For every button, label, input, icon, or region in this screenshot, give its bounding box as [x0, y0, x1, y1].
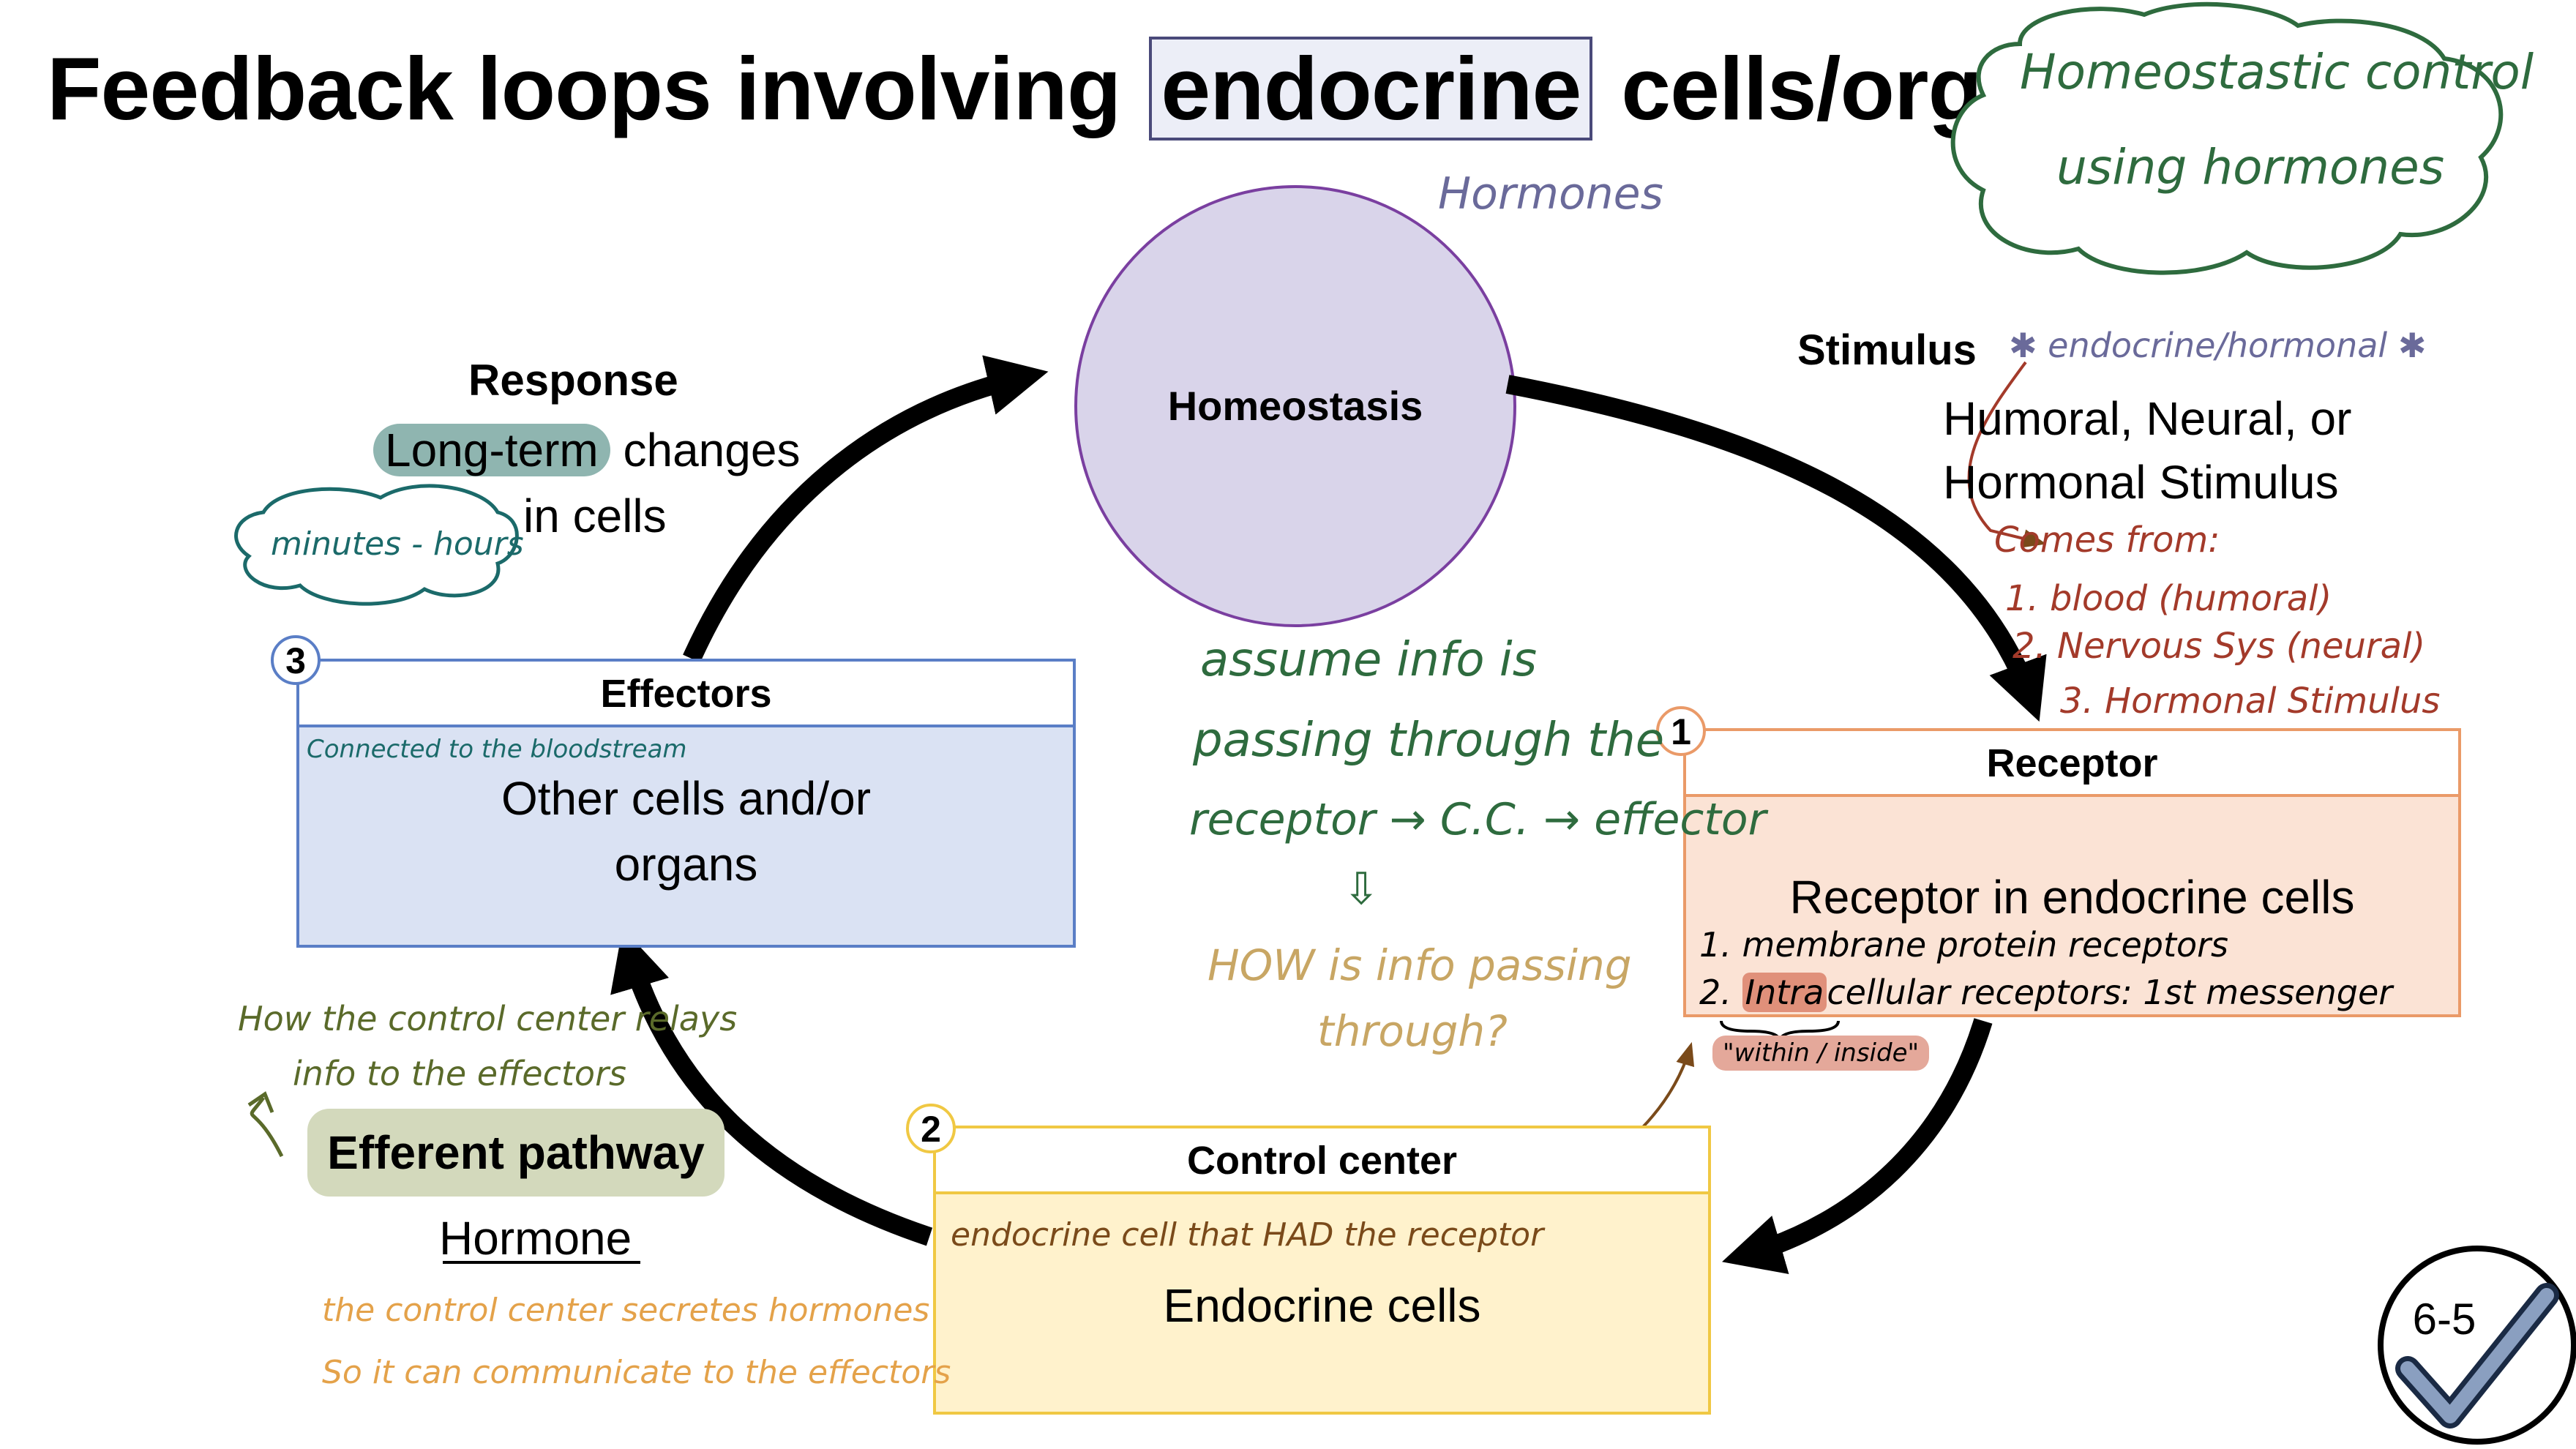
control-note: endocrine cell that HAD the receptor: [951, 1216, 1544, 1254]
middle-note-line2: passing through the: [1193, 714, 1665, 768]
stimulus-note: ✱ endocrine/hormonal ✱: [2009, 326, 2427, 365]
secrete-note-line2: So it can communicate to the effectors: [322, 1354, 951, 1391]
question-line1: HOW is info passing: [1208, 940, 1632, 990]
long-term-highlight: Long-term: [373, 424, 610, 476]
response-line1: Long-term changes: [373, 423, 800, 477]
arrow-control-to-effectors: [610, 928, 933, 1246]
effectors-number: 3: [271, 635, 321, 685]
response-label: Response: [468, 356, 678, 405]
down-arrow-icon: ⇩: [1343, 864, 1380, 913]
effectors-body2: organs: [614, 838, 758, 891]
source-item-1: 1. blood (humoral): [2005, 578, 2332, 619]
title-part1: Feedback loops involving: [47, 39, 1121, 138]
receptor-note2: 2. Intracellular receptors: 1st messenge…: [1699, 973, 2393, 1012]
relay-note-line2: info to the effectors: [293, 1054, 626, 1093]
receptor-note1: 1. membrane protein receptors: [1699, 925, 2229, 965]
control-number: 2: [906, 1104, 956, 1153]
time-cloud-outline: [234, 484, 519, 606]
effectors-box: Effectors Connected to the bloodstream O…: [296, 659, 1076, 948]
stimulus-line2: Hormonal Stimulus: [1943, 456, 2339, 509]
hormone-label: Hormone: [439, 1212, 632, 1265]
hormones-note: Hormones: [1438, 168, 1663, 220]
star-icon: ✱: [2009, 326, 2048, 365]
effectors-note: Connected to the bloodstream: [307, 735, 687, 764]
response-line2: in cells: [523, 490, 667, 542]
control-center-box: Control center endocrine cell that HAD t…: [933, 1126, 1711, 1415]
secrete-note-line1: the control center secretes hormones: [322, 1292, 930, 1329]
intra-highlight: Intra: [1742, 973, 1827, 1012]
control-header: Control center: [936, 1128, 1708, 1194]
receptor-header: Receptor: [1686, 731, 2458, 797]
receptor-number: 1: [1656, 706, 1706, 756]
middle-note-line1: assume info is: [1200, 633, 1538, 687]
arrow-stimulus-to-sources: [1967, 361, 2047, 548]
question-line2: through?: [1317, 1006, 1508, 1056]
relay-arrow: [250, 1096, 284, 1158]
arrow-homeostasis-to-receptor: [1505, 375, 2047, 722]
relay-note-line1: How the control center relays: [238, 999, 738, 1038]
receptor-body: Receptor in endocrine cells: [1789, 871, 2355, 924]
middle-note-line3: receptor → C.C. → effector: [1189, 794, 1767, 845]
cloud-note-line1: Homeostastic control: [2020, 44, 2534, 100]
efferent-pathway-label: Efferent pathway: [307, 1109, 724, 1197]
effectors-body1: Other cells and/or: [501, 772, 872, 825]
title-highlight: endocrine: [1149, 37, 1593, 141]
time-note: minutes - hours: [271, 525, 524, 563]
badge-circle: [2378, 1246, 2576, 1445]
cloud-outline: [1950, 1, 2504, 275]
sources-heading: Comes from:: [1994, 520, 2220, 561]
control-body: Endocrine cells: [1163, 1279, 1481, 1332]
source-item-2: 2. Nervous Sys (neural): [2012, 626, 2426, 667]
effectors-header: Effectors: [299, 662, 1073, 727]
source-item-3: 3. Hormonal Stimulus: [2060, 681, 2441, 722]
receptor-box: Receptor Receptor in endocrine cells 1. …: [1683, 728, 2461, 1017]
stimulus-line1: Humoral, Neural, or: [1943, 392, 2352, 445]
within-note: "within / inside": [1712, 1036, 1930, 1071]
arrow-receptor-to-control: [1722, 1018, 1993, 1275]
stimulus-label: Stimulus: [1797, 326, 1977, 374]
homeostasis-label: Homeostasis: [1167, 383, 1423, 429]
badge-text: 6-5: [2412, 1295, 2476, 1344]
arrow-effectors-to-homeostasis: [683, 355, 1049, 663]
cloud-note-line2: using hormones: [2056, 139, 2445, 195]
homeostasis-circle: [1074, 185, 1516, 627]
